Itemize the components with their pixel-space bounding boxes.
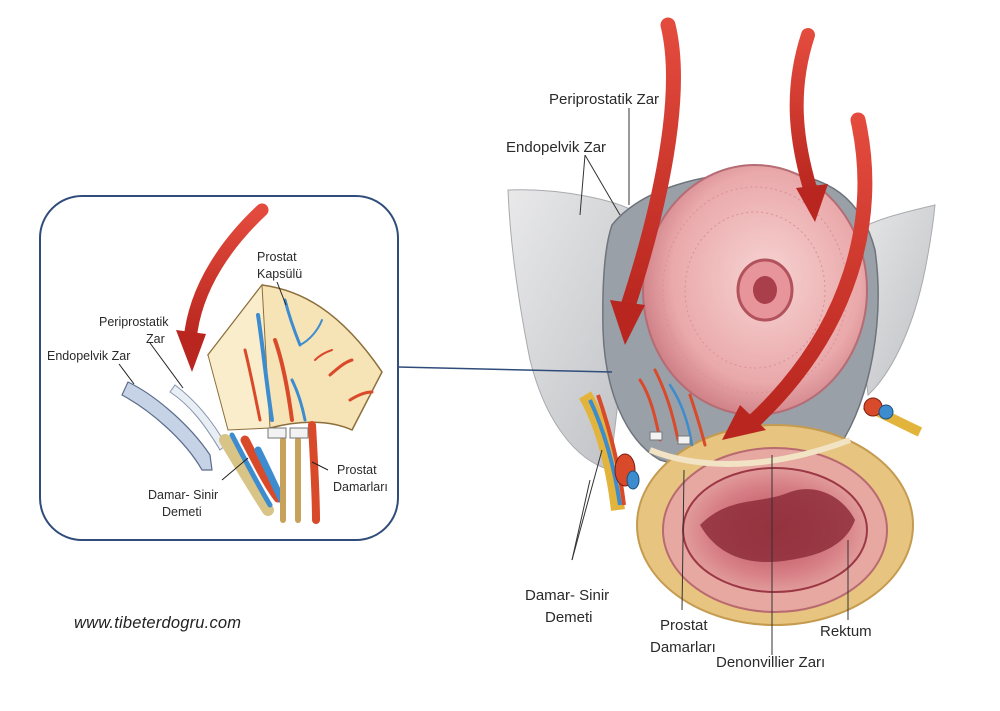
inset-endopelvic-fascia [121,381,213,471]
inset-label-vessels-line1: Prostat [337,463,377,477]
main-arrow-right [722,112,873,440]
inset-label-periprostatic-line2: Zar [146,332,165,346]
inset-label-capsule-line2: Kapsülü [257,267,302,281]
right-neurovascular-bundle [862,397,923,437]
main-arrow-left [610,17,681,345]
label-prostatic-vessels-line2: Damarları [650,639,716,656]
label-neurovascular-bundle-line1: Damar- Sinir [525,587,609,604]
inset-panel: Prostat Kapsülü Periprostatik Zar Endope… [39,195,399,541]
inset-label-endopelvic: Endopelvik Zar [47,349,130,363]
label-periprostatic-fascia: Periprostatik Zar [549,91,659,108]
main-leader-lines [571,108,849,655]
watermark-url: www.tibeterdogru.com [74,614,242,632]
label-neurovascular-bundle-line2: Demeti [545,609,593,626]
inset-label-periprostatic-line1: Periprostatik [99,315,169,329]
label-rectum: Rektum [820,623,872,640]
label-prostatic-vessels-line1: Prostat [660,617,708,634]
inset-label-capsule-line1: Prostat [257,250,297,264]
label-endopelvic-fascia: Endopelvik Zar [506,139,606,156]
inset-periprostatic-fascia [169,384,227,451]
left-neurovascular-bundle [578,391,640,511]
inset-leader-lines [118,281,329,481]
inset-connector-line [397,366,613,373]
label-denonvillier-fascia: Denonvillier Zarı [716,654,825,671]
inset-label-bundle-line2: Demeti [162,505,202,519]
inset-arrow [176,203,269,372]
main-illustration: Periprostatik Zar Endopelvik Zar Damar- … [506,17,936,671]
main-arrow-middle [789,28,828,222]
prostatic-vessels [638,368,707,447]
inset-label-bundle-line1: Damar- Sinir [148,488,218,502]
inset-neurovascular-bundle [219,421,320,524]
inset-label-vessels-line2: Damarları [333,480,388,494]
